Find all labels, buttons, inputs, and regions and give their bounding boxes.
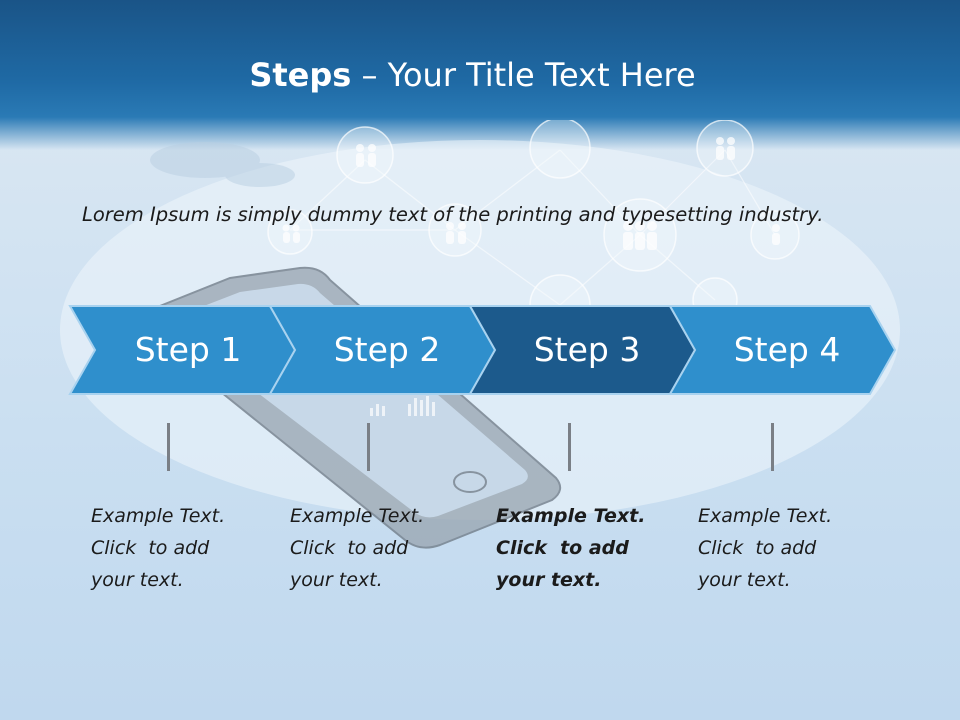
note-line: your text.: [91, 569, 184, 591]
note-line: Example Text.: [496, 505, 646, 527]
slide-title: Steps – Your Title Text Here: [0, 56, 945, 94]
note-line: Click to add: [91, 537, 210, 559]
step-arrows: [68, 305, 897, 395]
header-band: [0, 0, 960, 150]
note-line: Click to add: [698, 537, 817, 559]
note-line: your text.: [698, 569, 791, 591]
note-line: your text.: [290, 569, 383, 591]
people-node-icon: [267, 209, 313, 255]
step-1-connector: [167, 423, 170, 471]
note-line: Example Text.: [91, 505, 226, 527]
title-rest: – Your Title Text Here: [351, 56, 696, 94]
step-3-note[interactable]: Example Text. Click to add your text.: [496, 500, 666, 596]
step-4-connector: [771, 423, 774, 471]
step-2-connector: [367, 423, 370, 471]
step-1-label: Step 1: [134, 330, 242, 369]
people-node-icon: [336, 126, 394, 184]
note-line: Example Text.: [290, 505, 425, 527]
note-line: your text.: [496, 569, 602, 591]
note-line: Click to add: [290, 537, 409, 559]
step-2-label: Step 2: [333, 330, 441, 369]
people-node-icon: [696, 120, 754, 177]
step-4-label: Step 4: [733, 330, 841, 369]
step-4-chevron: [668, 305, 897, 395]
title-bold: Steps: [249, 56, 352, 94]
note-line: Click to add: [496, 537, 629, 559]
people-node-icon: [428, 203, 482, 257]
step-2-note[interactable]: Example Text. Click to add your text.: [290, 500, 460, 596]
step-3-connector: [568, 423, 571, 471]
step-4-note[interactable]: Example Text. Click to add your text.: [698, 500, 868, 596]
step-3-label: Step 3: [533, 330, 641, 369]
step-1-note[interactable]: Example Text. Click to add your text.: [91, 500, 261, 596]
intro-paragraph: Lorem Ipsum is simply dummy text of the …: [82, 203, 824, 226]
note-line: Example Text.: [698, 505, 833, 527]
people-node-icon: [529, 120, 591, 179]
